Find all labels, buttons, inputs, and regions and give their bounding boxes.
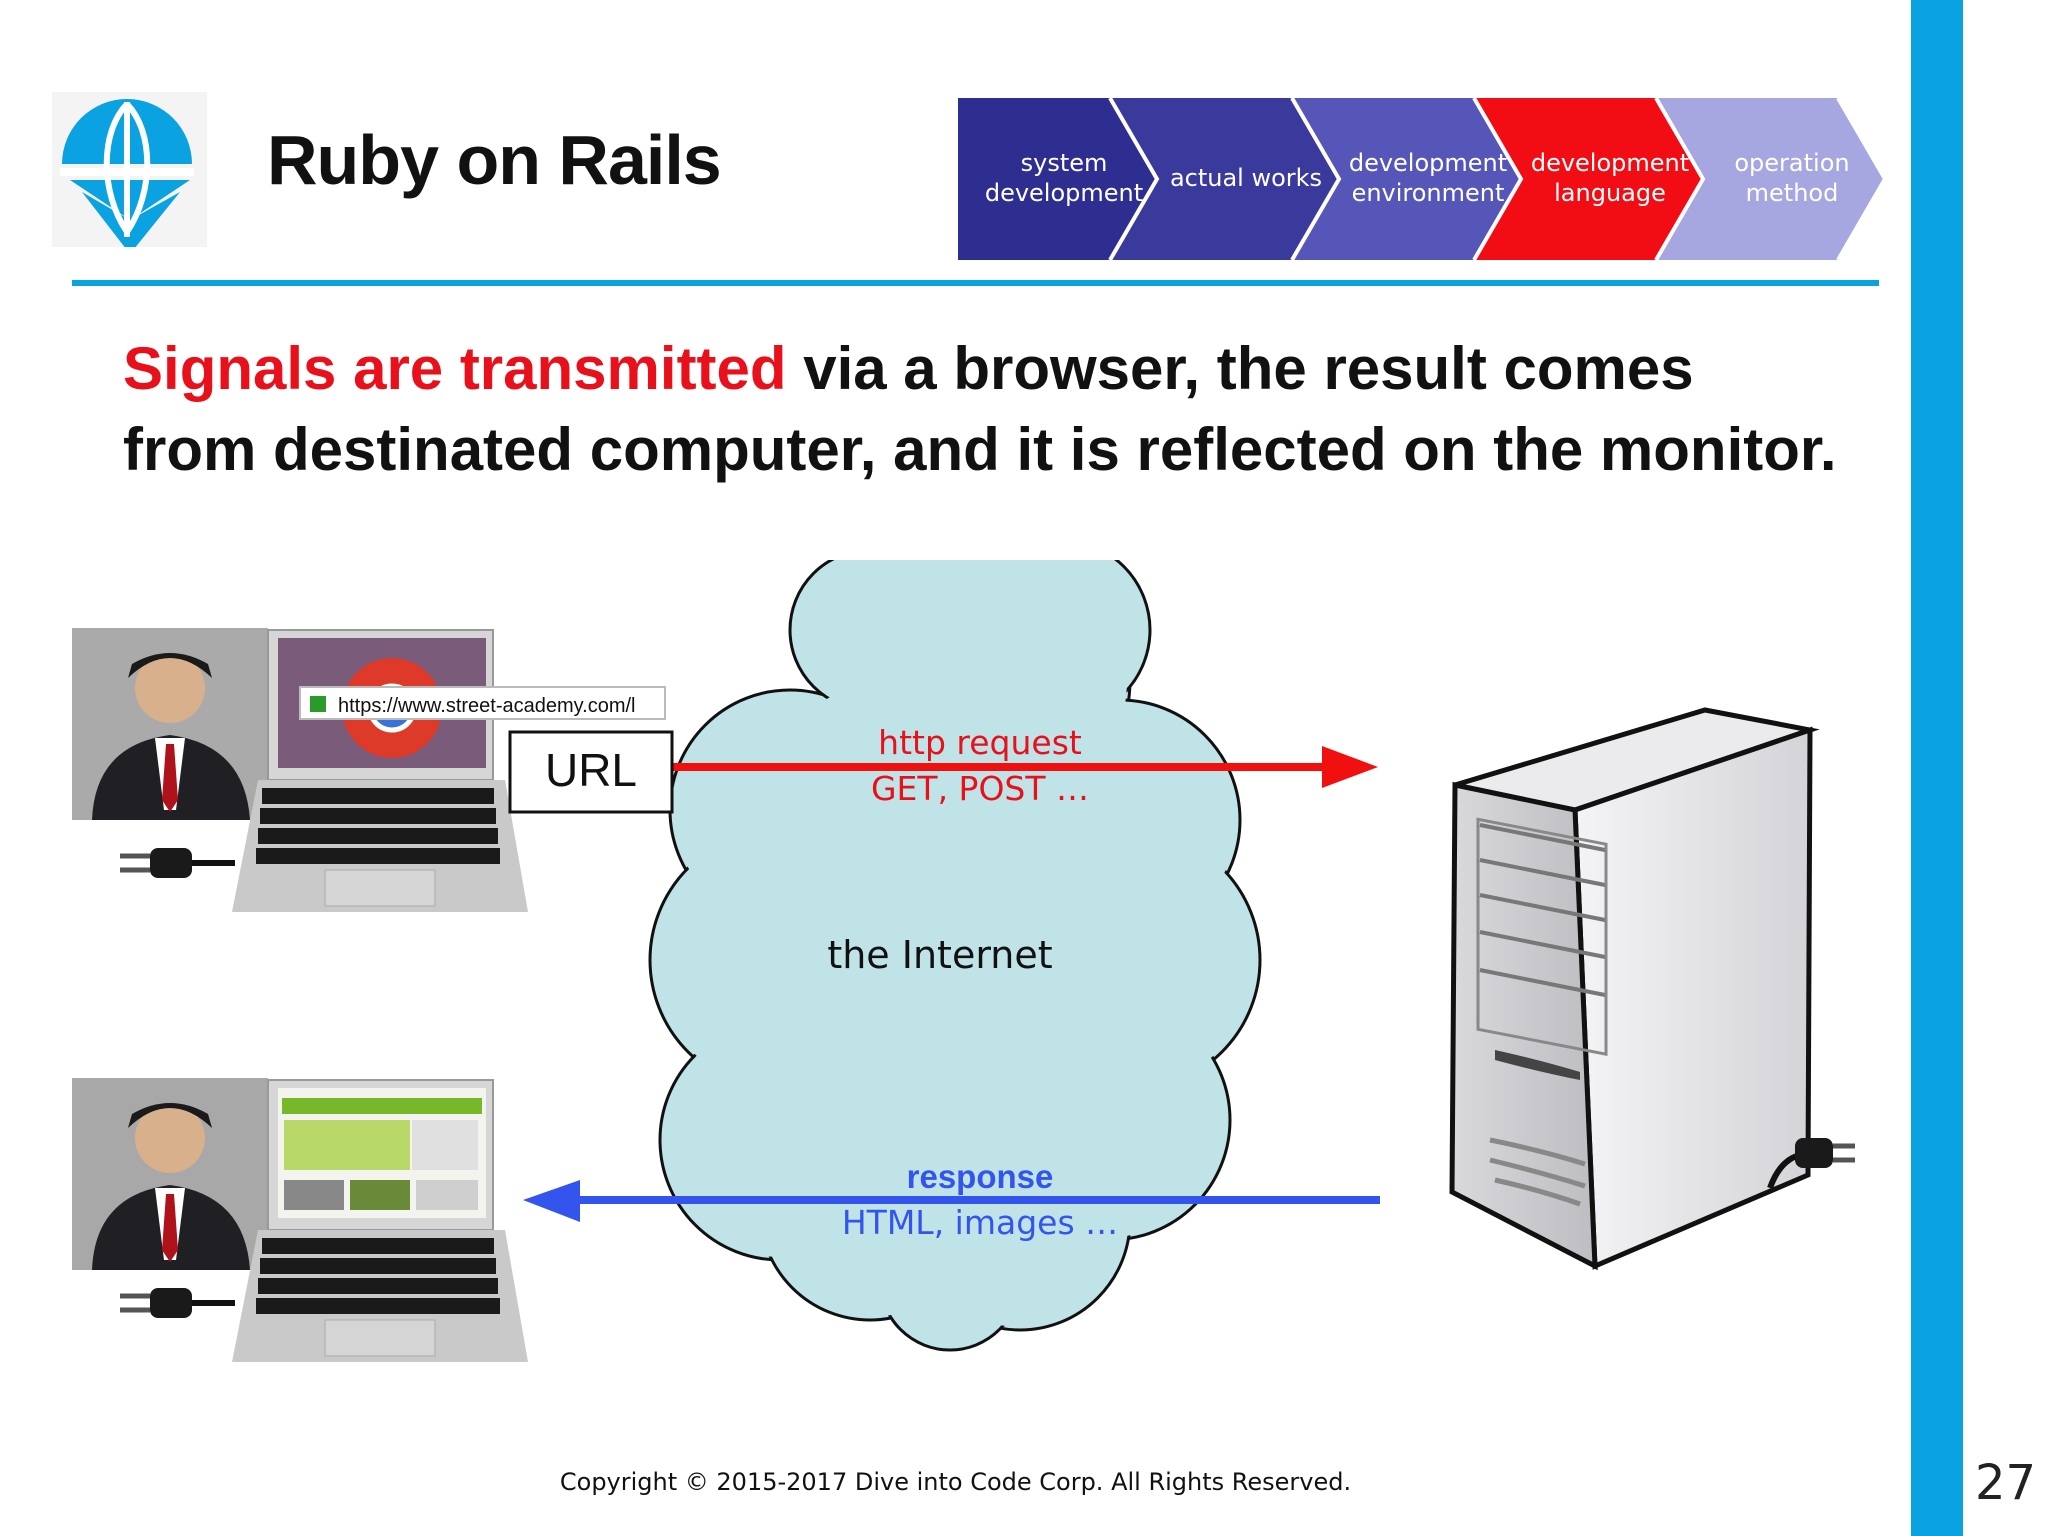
title-underline xyxy=(72,280,1879,286)
progress-steps: system development actual works developm… xyxy=(958,98,1888,260)
step-4-label-line2: language xyxy=(1554,179,1666,207)
step-3-label-line1: development xyxy=(1349,149,1507,177)
step-5-shape xyxy=(1656,98,1885,260)
browser-url-bar xyxy=(299,686,666,720)
step-2-shape xyxy=(1110,98,1339,260)
server-icon xyxy=(1449,707,1855,1271)
step-1-label-line1: system xyxy=(1021,149,1108,177)
page-number: 27 xyxy=(1974,1455,2037,1511)
cloud-label: the Internet xyxy=(827,933,1052,977)
step-4-label-line1: development xyxy=(1531,149,1689,177)
response-detail: HTML, images … xyxy=(842,1203,1118,1242)
step-3-shape xyxy=(1292,98,1521,260)
step-4-shape xyxy=(1474,98,1703,260)
slide-title: Ruby on Rails xyxy=(267,121,722,199)
person-photo-icon xyxy=(92,1103,250,1270)
power-plug-icon xyxy=(120,1288,235,1318)
request-title: http request xyxy=(878,723,1082,762)
request-detail: GET, POST … xyxy=(871,769,1089,808)
step-3-label-line2: environment xyxy=(1352,179,1505,207)
request-response-diagram: the Internet http request GET, POST … re… xyxy=(72,560,1855,1362)
step-1-shape xyxy=(958,98,1157,260)
url-label: URL xyxy=(545,744,637,796)
copyright-notice: Copyright © 2015-2017 Dive into Code Cor… xyxy=(559,1468,1352,1496)
right-accent-bar xyxy=(1911,0,1963,1536)
url-label-box xyxy=(508,730,674,814)
headline: Signals are transmitted via a browser, t… xyxy=(123,328,1843,490)
step-1-label-line2: development xyxy=(985,179,1143,207)
internet-cloud xyxy=(648,560,1262,1352)
power-plug-icon xyxy=(1767,1138,1855,1190)
response-arrow xyxy=(523,1180,1380,1222)
request-arrow xyxy=(672,746,1378,788)
step-5-label-line1: operation xyxy=(1734,149,1849,177)
step-2-label: actual works xyxy=(1170,164,1322,192)
company-logo xyxy=(52,92,207,254)
step-5-label-line2: method xyxy=(1746,179,1839,207)
url-bar-text: https://www.street-academy.com/l xyxy=(338,695,636,717)
globe-logo-icon xyxy=(52,92,207,254)
lock-icon xyxy=(310,696,326,712)
headline-highlight: Signals are transmitted xyxy=(123,335,787,402)
client-laptop-top: https://www.street-academy.com/l URL xyxy=(72,628,674,912)
person-photo-icon xyxy=(92,653,250,820)
headline-rest: via a browser, the result comes from des… xyxy=(123,335,1837,483)
response-title: response xyxy=(907,1158,1054,1195)
client-laptop-bottom xyxy=(72,1078,528,1362)
power-plug-icon xyxy=(120,848,235,878)
